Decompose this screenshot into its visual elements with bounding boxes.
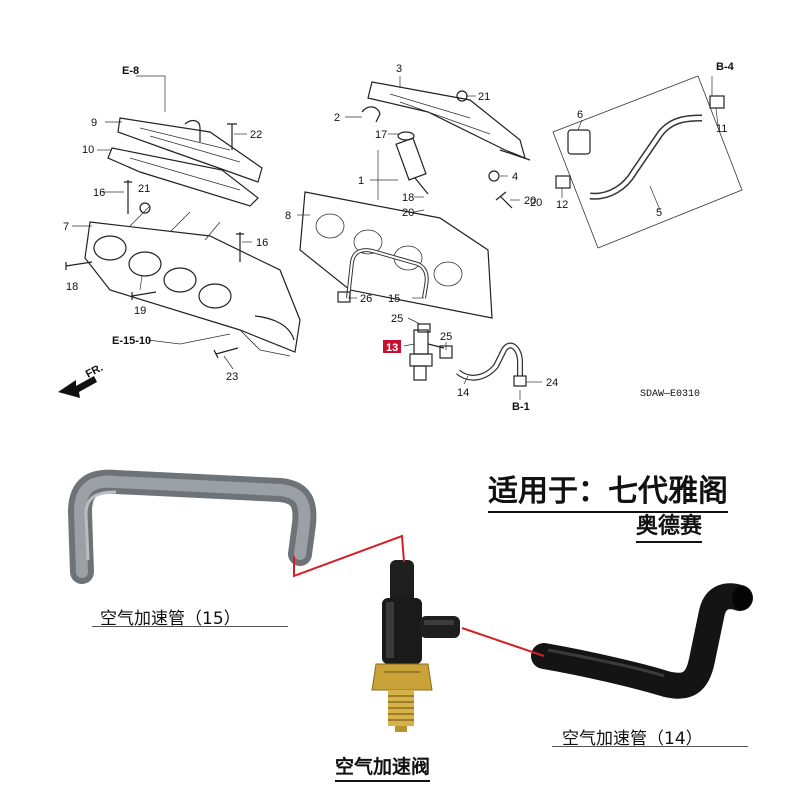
callout-10: 10: [82, 144, 94, 156]
callout-11: 11: [716, 123, 727, 135]
callout-1: 1: [358, 175, 364, 187]
callout-24: 24: [546, 377, 558, 389]
valve-photo: [371, 560, 460, 732]
diagram-code: SDAW—E0310: [640, 389, 700, 400]
manifold-gasket-part: [299, 191, 493, 319]
callout-13-highlighted: 13: [386, 342, 398, 354]
ref-e8: E-8: [122, 65, 139, 77]
callout-12: 12: [556, 199, 568, 211]
callout-2: 2: [334, 112, 340, 124]
callout-16-right: 16: [256, 237, 268, 249]
callout-5: 5: [656, 207, 662, 219]
callout-9: 9: [91, 117, 97, 129]
callout-20-b: 19: [134, 305, 146, 317]
callout-15: 15: [388, 293, 400, 305]
applicability-title: 适用于：七代雅阁: [488, 466, 728, 513]
callout-3: 3: [396, 63, 402, 75]
hose-14-line: [456, 342, 523, 381]
ref-e15-10: E-15-10: [112, 335, 151, 347]
callout-19: 20: [402, 207, 414, 219]
exploded-parts-diagram: 9 10 16 21 7 18 19 22 16 23 8 3 2 17 1 1…: [58, 61, 743, 413]
callout-7: 7: [63, 221, 69, 233]
callout-17: 17: [375, 129, 387, 141]
highlight-13-box: [383, 340, 401, 353]
hose-15-caption: 空气加速管（15）: [100, 609, 241, 629]
callout-21-left: 21: [138, 183, 150, 195]
leader-lines: [72, 75, 719, 400]
hose-14-caption-line: [552, 746, 748, 747]
connector-lines: [293, 534, 545, 657]
hose-15-line: [346, 248, 429, 299]
callout-8: 8: [285, 210, 291, 222]
reference-tags: E-8 E-15-10 B-4 B-1 SDAW—E0310: [112, 61, 735, 413]
hose-15-photo: [67, 469, 317, 584]
valve-caption: 空气加速阀: [335, 752, 431, 782]
fuel-injector-part: [395, 131, 429, 195]
callout-18: 18: [402, 192, 414, 204]
callout-14: 14: [457, 387, 469, 399]
callout-21-right: 21: [478, 91, 490, 103]
callout-22: 22: [250, 129, 262, 141]
callout-numbers: 9 10 16 21 7 18 19 22 16 23 8 3 2 17 1 1…: [63, 63, 727, 399]
small-clips: [337, 106, 527, 387]
hose-14-caption: 空气加速管（14）: [562, 729, 703, 749]
callout-6: 6: [577, 109, 583, 121]
intake-manifold-part: [84, 205, 301, 357]
injector-rail-part: [367, 81, 531, 161]
stud-bolts: [65, 123, 244, 359]
callout-25-a: 25: [391, 313, 403, 325]
hose-14-photo: [531, 583, 753, 699]
rail-gasket-part: [107, 147, 259, 207]
callout-25-b: 25: [440, 331, 452, 343]
callout-23: 23: [226, 371, 238, 383]
callout-20-d: 20: [530, 197, 542, 209]
applicability-model: 奥德赛: [636, 508, 703, 543]
callout-26: 26: [360, 293, 372, 305]
callout-4: 4: [512, 171, 518, 183]
fuel-rail-cover-part: [117, 117, 263, 183]
callout-20-c: 20: [524, 195, 536, 207]
callout-20-a: 18: [66, 281, 78, 293]
ref-b4: B-4: [716, 61, 735, 73]
callout-16-left: 16: [93, 187, 105, 199]
ref-b1: B-1: [512, 401, 530, 413]
valve-13-line: [409, 329, 445, 381]
hose-15-caption-line: [92, 626, 288, 627]
hose-assembly-box: [552, 75, 743, 249]
